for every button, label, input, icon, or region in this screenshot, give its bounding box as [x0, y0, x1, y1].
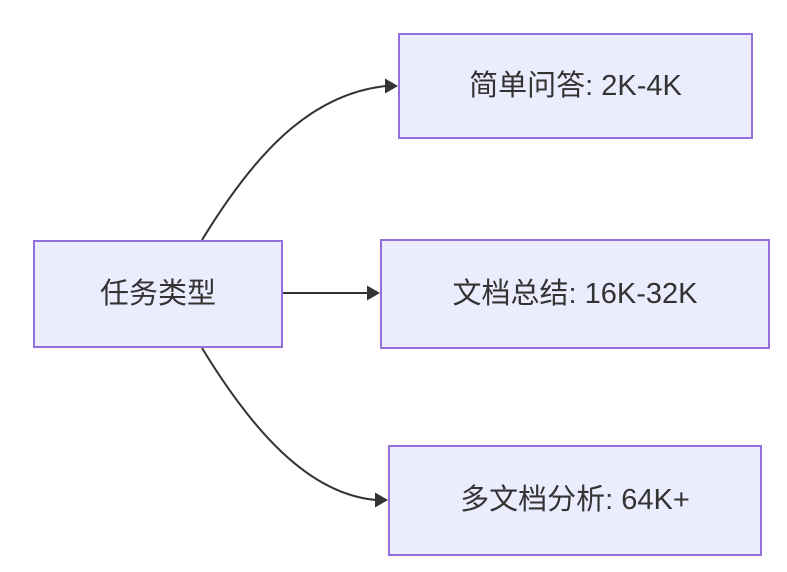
node-doc-summary: 文档总结: 16K-32K [380, 239, 770, 349]
arrowhead-doc-summary-icon [367, 285, 380, 301]
edge-root-to-multi-doc [201, 347, 377, 501]
node-task-type: 任务类型 [33, 240, 283, 348]
node-doc-summary-label: 文档总结: 16K-32K [452, 277, 698, 310]
node-task-type-label: 任务类型 [99, 277, 216, 310]
node-simple-qa-label: 简单问答: 2K-4K [469, 69, 682, 102]
node-multi-doc: 多文档分析: 64K+ [388, 445, 762, 556]
node-multi-doc-label: 多文档分析: 64K+ [460, 484, 690, 517]
arrowhead-simple-qa-icon [385, 78, 398, 94]
node-simple-qa: 简单问答: 2K-4K [398, 33, 753, 139]
edge-root-to-simple-qa [201, 85, 387, 241]
arrowhead-multi-doc-icon [375, 492, 388, 508]
